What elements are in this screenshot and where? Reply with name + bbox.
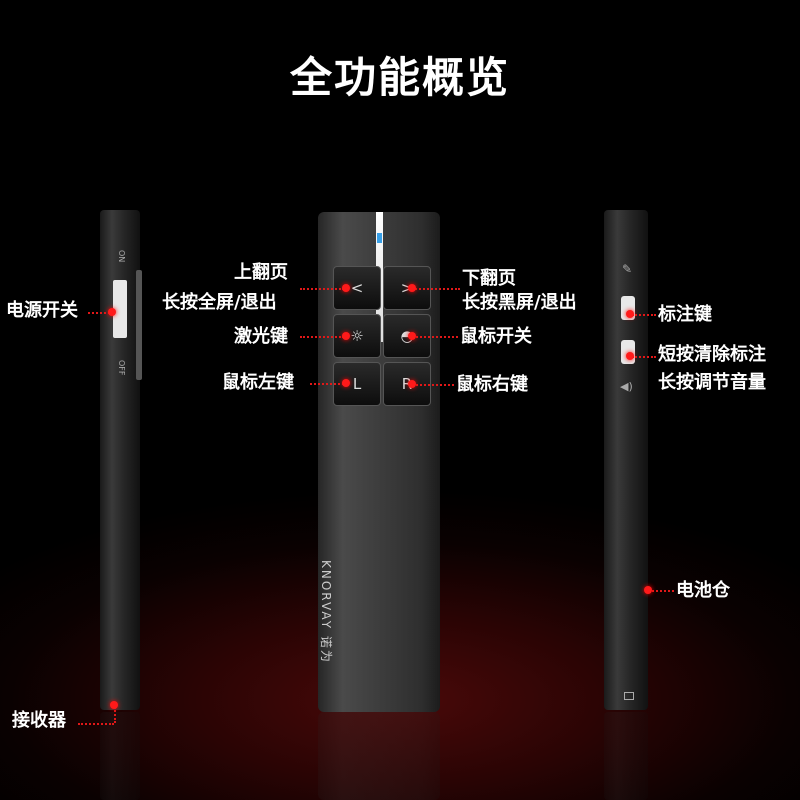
label-prev-page-long: 长按全屏/退出: [162, 292, 277, 313]
label-clear-annotate: 短按清除标注: [658, 344, 766, 365]
label-battery: 电池仓: [676, 580, 730, 601]
dot-laser: [342, 332, 350, 340]
dot-annotate: [626, 310, 634, 318]
device-right-side: [604, 210, 648, 710]
line-prev-page: [300, 288, 344, 290]
line-laser: [300, 336, 344, 338]
label-prev-page: 上翻页: [234, 262, 288, 283]
line-annotate: [632, 314, 656, 316]
power-switch[interactable]: [113, 280, 127, 338]
line-clear-annotate: [632, 356, 656, 358]
label-right-click: 鼠标右键: [456, 374, 528, 395]
dot-power: [108, 308, 116, 316]
line-mouse-toggle: [412, 336, 458, 338]
dot-receiver: [110, 701, 118, 709]
status-led: [377, 233, 382, 243]
pen-icon: ✎: [622, 262, 633, 276]
line-receiver-up: [114, 707, 116, 723]
dot-clear-annotate: [626, 352, 634, 360]
left-side-groove: [136, 270, 142, 380]
line-left-click: [310, 383, 344, 385]
line-receiver: [78, 723, 114, 725]
brand-text: KNORVAY 诺为: [319, 560, 333, 664]
dot-next-page: [408, 284, 416, 292]
line-battery: [648, 590, 674, 592]
label-left-click: 鼠标左键: [222, 372, 294, 393]
line-right-click: [412, 384, 454, 386]
label-annotate: 标注键: [658, 304, 712, 325]
line-power: [88, 312, 110, 314]
battery-slot: [624, 692, 634, 700]
label-next-page-long: 长按黑屏/退出: [462, 292, 577, 313]
dot-prev-page: [342, 284, 350, 292]
device-front-reflection: [318, 712, 440, 800]
label-receiver: 接收器: [12, 710, 66, 731]
switch-off-text: OFF: [117, 360, 126, 376]
volume-icon: ◀): [620, 380, 633, 393]
switch-on-text: ON: [117, 250, 126, 263]
line-next-page: [412, 288, 460, 290]
dot-mouse-toggle: [408, 332, 416, 340]
label-next-page: 下翻页: [462, 268, 516, 289]
device-left-reflection: [100, 712, 140, 800]
dot-left-click: [342, 379, 350, 387]
dot-right-click: [408, 380, 416, 388]
label-laser: 激光键: [234, 326, 288, 347]
page-title: 全功能概览: [289, 53, 510, 102]
label-mouse-toggle: 鼠标开关: [460, 326, 532, 347]
dot-battery: [644, 586, 652, 594]
label-volume: 长按调节音量: [658, 372, 766, 393]
label-power: 电源开关: [6, 300, 78, 321]
device-right-reflection: [604, 712, 648, 800]
